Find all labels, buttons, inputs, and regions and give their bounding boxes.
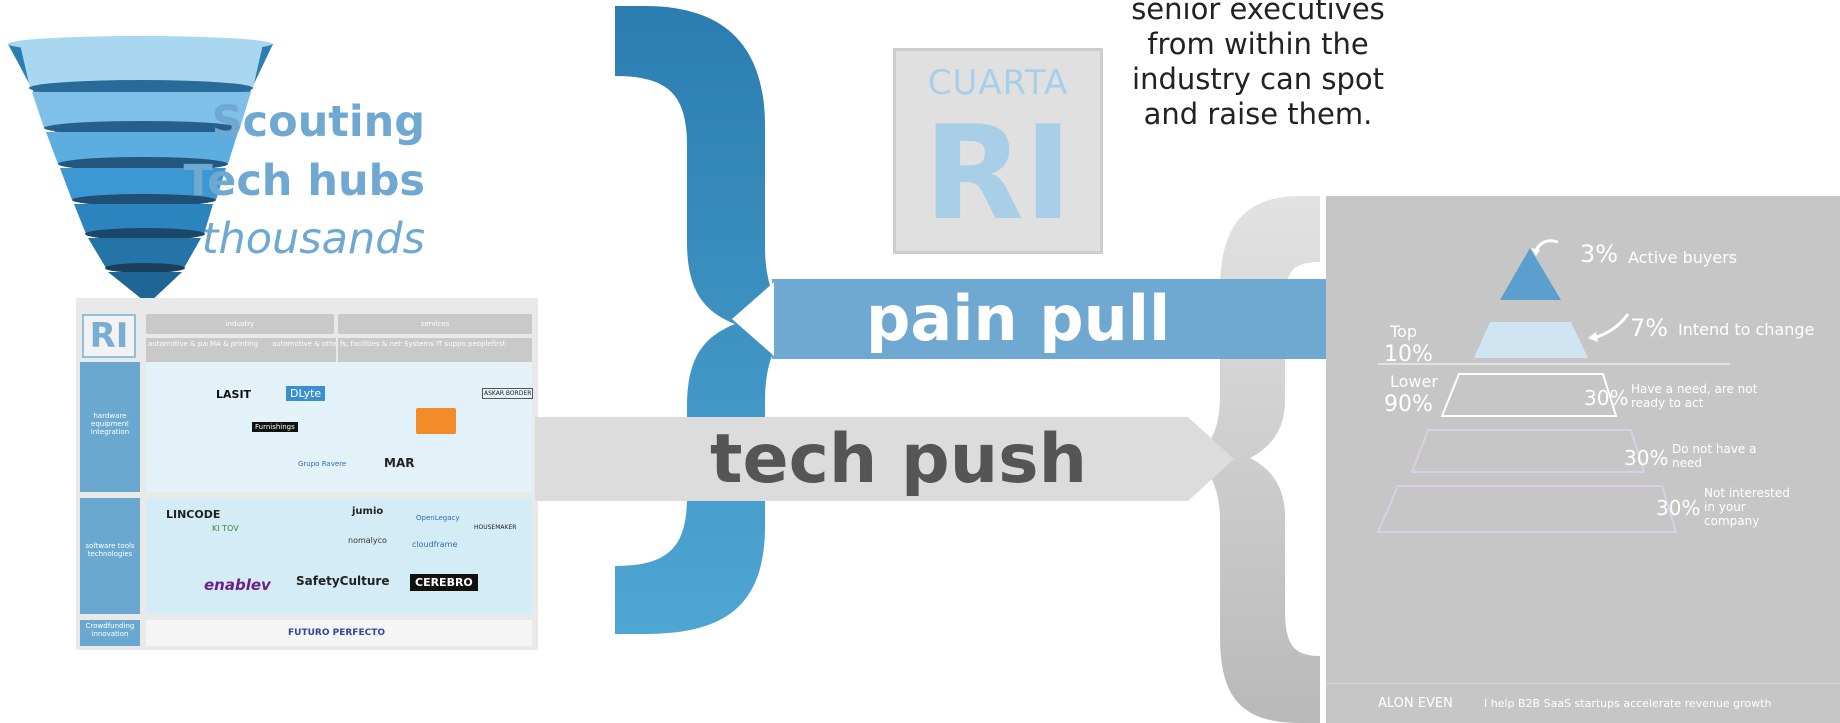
logo-askar: ASKAR BORDER — [482, 388, 534, 399]
need-pct: 30% — [1584, 386, 1629, 410]
footer-divider — [1326, 683, 1840, 684]
map-subheader: peoplefirst — [466, 338, 532, 362]
map-subheader: Systems IT support — [402, 338, 466, 362]
logo-grupo-ravere: Grupo Ravere — [298, 460, 347, 468]
logo-openlegacy: OpenLegacy — [416, 514, 460, 522]
top-pct: 10% — [1384, 342, 1433, 367]
pyramid-graphic — [1376, 239, 1730, 533]
need-label-2: ready to act — [1631, 396, 1704, 410]
intend-label: Intend to change — [1678, 320, 1815, 339]
intend-pct: 7% — [1630, 314, 1669, 342]
footer-tagline: I help B2B SaaS startups accelerate reve… — [1484, 697, 1772, 710]
tech-push-label: tech push — [710, 420, 1087, 499]
cuarta-ri-logo: CUARTA RI — [893, 48, 1103, 254]
logo-jumio: jumio — [352, 506, 384, 517]
active-buyers-pct: 3% — [1580, 240, 1619, 268]
row-label-hardware: hardware equipment integration — [80, 362, 140, 492]
logo-lasit: LASIT — [216, 388, 252, 401]
not-interested-label-2: in your — [1704, 500, 1746, 514]
tech-push-arrowhead — [1188, 417, 1234, 501]
pain-pull-label: pain pull — [866, 282, 1171, 355]
tech-push-band — [535, 417, 1188, 501]
logo-nomalyco: nomalyco — [348, 536, 387, 545]
row-crowd-bg — [146, 620, 532, 646]
logo-lincode: LINCODE — [166, 508, 221, 521]
map-header-services: services — [338, 314, 532, 334]
row-label-crowdfunding: Crowdfunding innovation — [80, 620, 140, 646]
no-need-pct: 30% — [1624, 446, 1669, 470]
need-label-1: Have a need, are not — [1631, 382, 1758, 396]
scouting-title: Scouting — [211, 97, 425, 147]
ri-wordmark: RI — [923, 97, 1073, 249]
ri-logo-small: RI — [82, 314, 136, 358]
tech-hubs-title: Tech hubs — [183, 156, 425, 206]
row-hardware-bg — [146, 362, 532, 492]
logo-kitov: KI TOV — [212, 524, 239, 533]
map-subheader: MA & printing — [208, 338, 270, 362]
lower-pct: 90% — [1384, 392, 1433, 417]
logo-enablev: enablev — [204, 576, 271, 594]
logo-cerebro: CEREBRO — [410, 574, 478, 591]
footer-name: ALON EVEN — [1378, 696, 1453, 711]
executives-caption: senior executives from within the indust… — [1131, 0, 1385, 131]
map-subheader: fs, facilities & network — [338, 338, 402, 362]
logo-futuro-perfecto: FUTURO PERFECTO — [288, 628, 385, 638]
no-need-label-1: Do not have a — [1672, 442, 1757, 456]
buyer-pyramid-panel: 3% Active buyers 7% Intend to change Low… — [1326, 196, 1840, 723]
cuarta-wordmark: CUARTA — [927, 63, 1069, 103]
row-label-software: software tools technologies — [80, 498, 140, 614]
lightning-logo-icon — [416, 408, 456, 434]
top-label: Top — [1390, 322, 1417, 341]
map-subheader: automotive & packages — [146, 338, 208, 362]
map-header-industry: industry — [146, 314, 334, 334]
funnel-graphic — [8, 36, 273, 306]
logo-dlyte: DLyte — [286, 386, 326, 401]
logo-cloudframe: cloudframe — [412, 540, 458, 549]
row-software-bg — [146, 498, 532, 614]
logo-mar: MAR — [384, 456, 415, 470]
map-subheader: automotive & others — [270, 338, 336, 362]
not-interested-pct: 30% — [1656, 496, 1701, 520]
not-interested-label-1: Not interested — [1704, 486, 1790, 500]
no-need-label-2: need — [1672, 456, 1702, 470]
logo-housemaker: HOUSEMAKER — [474, 524, 517, 531]
thousands-label: thousands — [201, 214, 425, 264]
active-buyers-label: Active buyers — [1628, 248, 1738, 267]
logo-furnishings: Furnishings — [252, 422, 298, 432]
pain-pull-arrowhead — [732, 282, 774, 356]
ecosystem-map: RI industry services automotive & packag… — [76, 298, 538, 650]
logo-safetyculture: SafetyCulture — [296, 574, 390, 588]
not-interested-label-3: company — [1704, 514, 1760, 528]
lower-label: Lower — [1390, 372, 1438, 391]
